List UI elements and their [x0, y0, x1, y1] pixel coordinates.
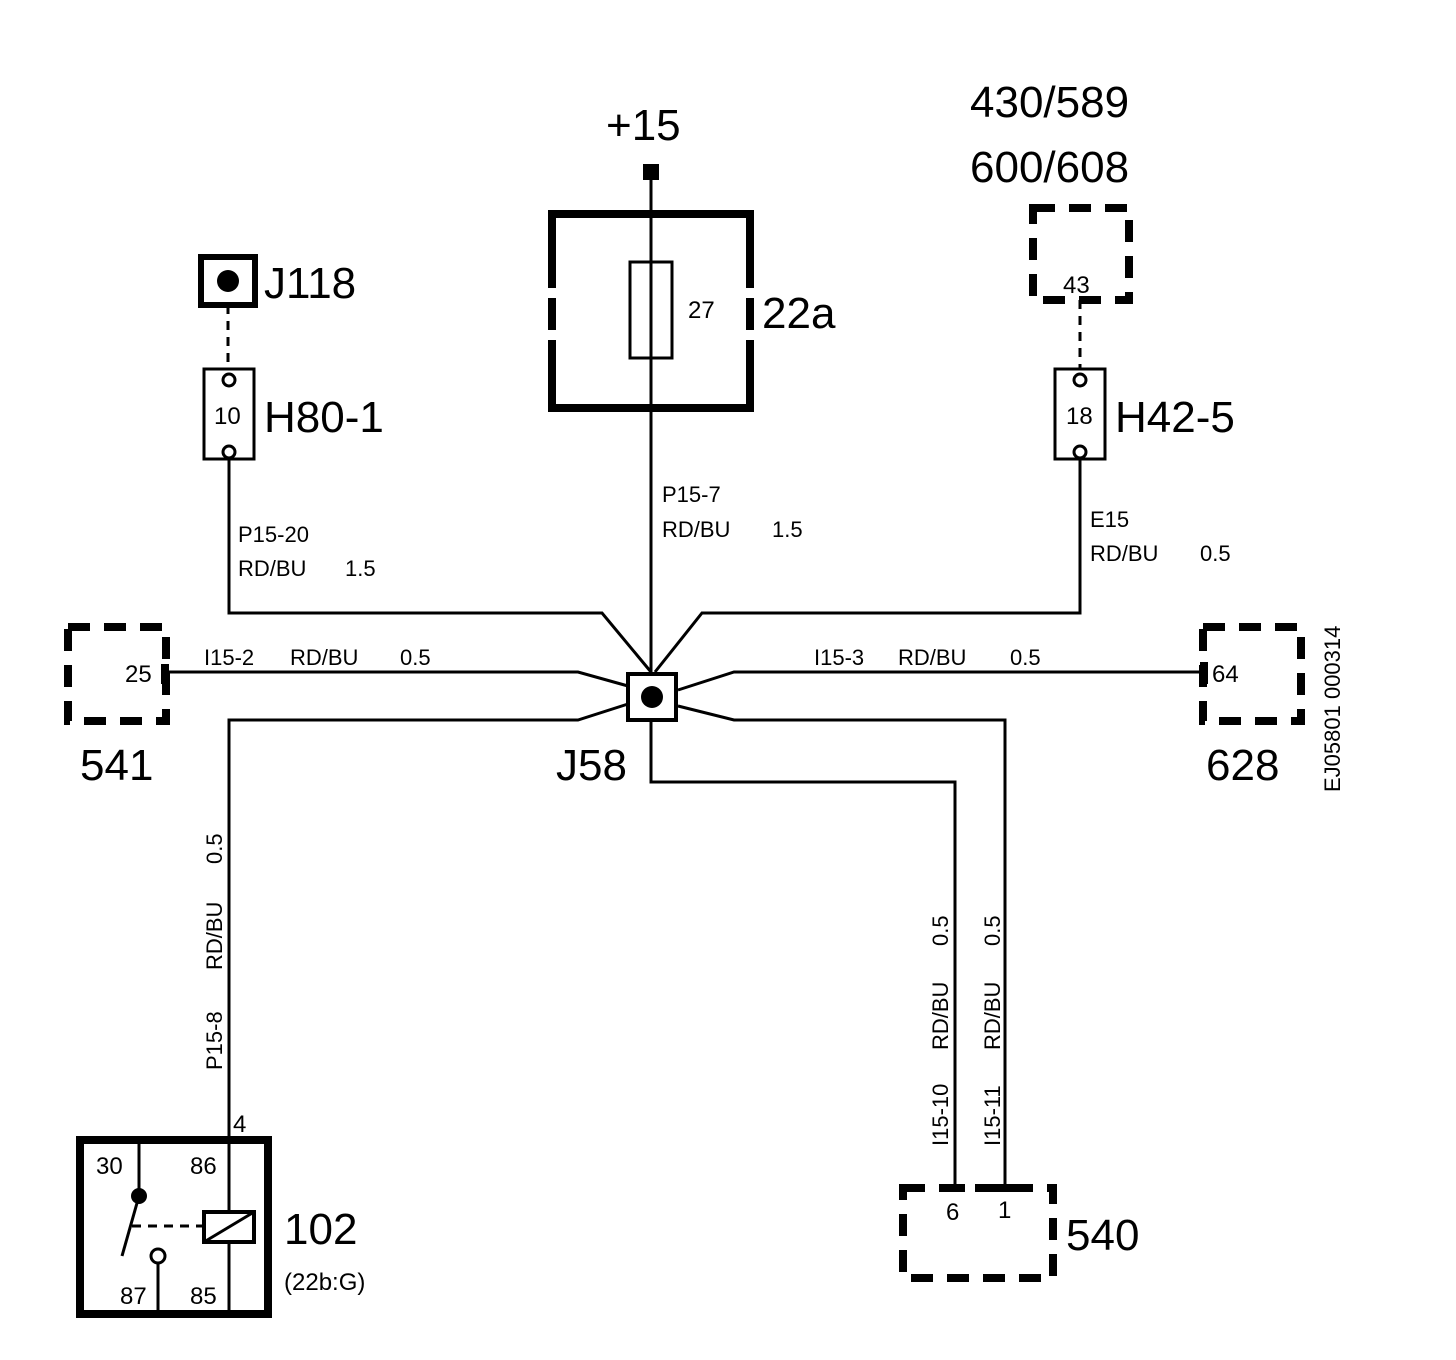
- wire-i15-3-color: RD/BU: [898, 645, 966, 670]
- wire-i15-3-id: I15-3: [814, 645, 864, 670]
- wire-i15-3: [677, 670, 1203, 692]
- j118-label: J118: [264, 259, 356, 308]
- fuse-number: 27: [688, 297, 715, 324]
- h42-pin: 18: [1066, 403, 1093, 430]
- relay-pin-86: 86: [190, 1153, 217, 1180]
- h80-ref: H80-1: [264, 393, 384, 442]
- wire-i15-2-id: I15-2: [204, 645, 254, 670]
- wire-p15-20-size: 1.5: [345, 556, 376, 581]
- wire-e15-id: E15: [1090, 507, 1129, 532]
- multi-ref-line2: 600/608: [970, 143, 1129, 192]
- drawing-id: EJ05801 000314: [1320, 626, 1345, 792]
- c541-ref: 541: [80, 741, 153, 790]
- multi-ref-line1: 430/589: [970, 78, 1129, 127]
- supply-terminal: [643, 164, 659, 180]
- relay-pin-30: 30: [96, 1153, 123, 1180]
- j118-dot: [217, 270, 239, 292]
- fuse-box-ref: 22a: [762, 289, 836, 338]
- h80-pin: 10: [214, 403, 241, 430]
- wire-p15-7-id: P15-7: [662, 482, 721, 507]
- wire-i15-10-id: I15-10: [928, 1084, 953, 1146]
- wire-p15-8-color: RD/BU: [202, 902, 227, 970]
- wire-p15-20-color: RD/BU: [238, 556, 306, 581]
- c540-box: [899, 1184, 1057, 1282]
- wire-p15-20-id: P15-20: [238, 522, 309, 547]
- j58-dot: [641, 686, 663, 708]
- relay-sub: (22b:G): [284, 1269, 365, 1296]
- wire-p15-20: [227, 458, 653, 673]
- h42-ref: H42-5: [1115, 393, 1235, 442]
- relay-102: [76, 1136, 272, 1318]
- relay-pin-85: 85: [190, 1283, 217, 1310]
- c540-pin-a: 6: [946, 1199, 959, 1226]
- wire-i15-11: [677, 704, 1007, 1186]
- j58-label: J58: [556, 741, 627, 790]
- wire-i15-2-size: 0.5: [400, 645, 431, 670]
- c541-pin: 25: [125, 661, 152, 688]
- c540-ref: 540: [1066, 1211, 1139, 1260]
- wire-p15-7-color: RD/BU: [662, 517, 730, 542]
- wire-i15-11-size: 0.5: [980, 915, 1005, 946]
- wire-p15-8-id: P15-8: [202, 1011, 227, 1070]
- wire-i15-10: [649, 720, 957, 1186]
- wire-p15-7-size: 1.5: [772, 517, 803, 542]
- wire-i15-3-size: 0.5: [1010, 645, 1041, 670]
- relay-pin-87: 87: [120, 1283, 147, 1310]
- wire-e15: [653, 458, 1082, 673]
- wire-i15-10-color: RD/BU: [928, 982, 953, 1050]
- c628-ref: 628: [1206, 741, 1279, 790]
- relay-pin-in: 4: [233, 1111, 246, 1138]
- wire-i15-10-size: 0.5: [928, 915, 953, 946]
- wire-e15-size: 0.5: [1200, 541, 1231, 566]
- c540-pin-b: 1: [998, 1197, 1011, 1224]
- supply-label: +15: [606, 101, 681, 150]
- wire-e15-color: RD/BU: [1090, 541, 1158, 566]
- c628-pin: 64: [1212, 661, 1239, 688]
- wire-p15-8-size: 0.5: [202, 833, 227, 864]
- relay-ref: 102: [284, 1205, 357, 1254]
- wire-p15-8: [227, 702, 629, 1140]
- wire-i15-2: [165, 670, 629, 688]
- wire-i15-11-color: RD/BU: [980, 982, 1005, 1050]
- wire-i15-11-id: I15-11: [980, 1085, 1005, 1146]
- multi-ref-pin: 43: [1063, 272, 1090, 299]
- wire-i15-2-color: RD/BU: [290, 645, 358, 670]
